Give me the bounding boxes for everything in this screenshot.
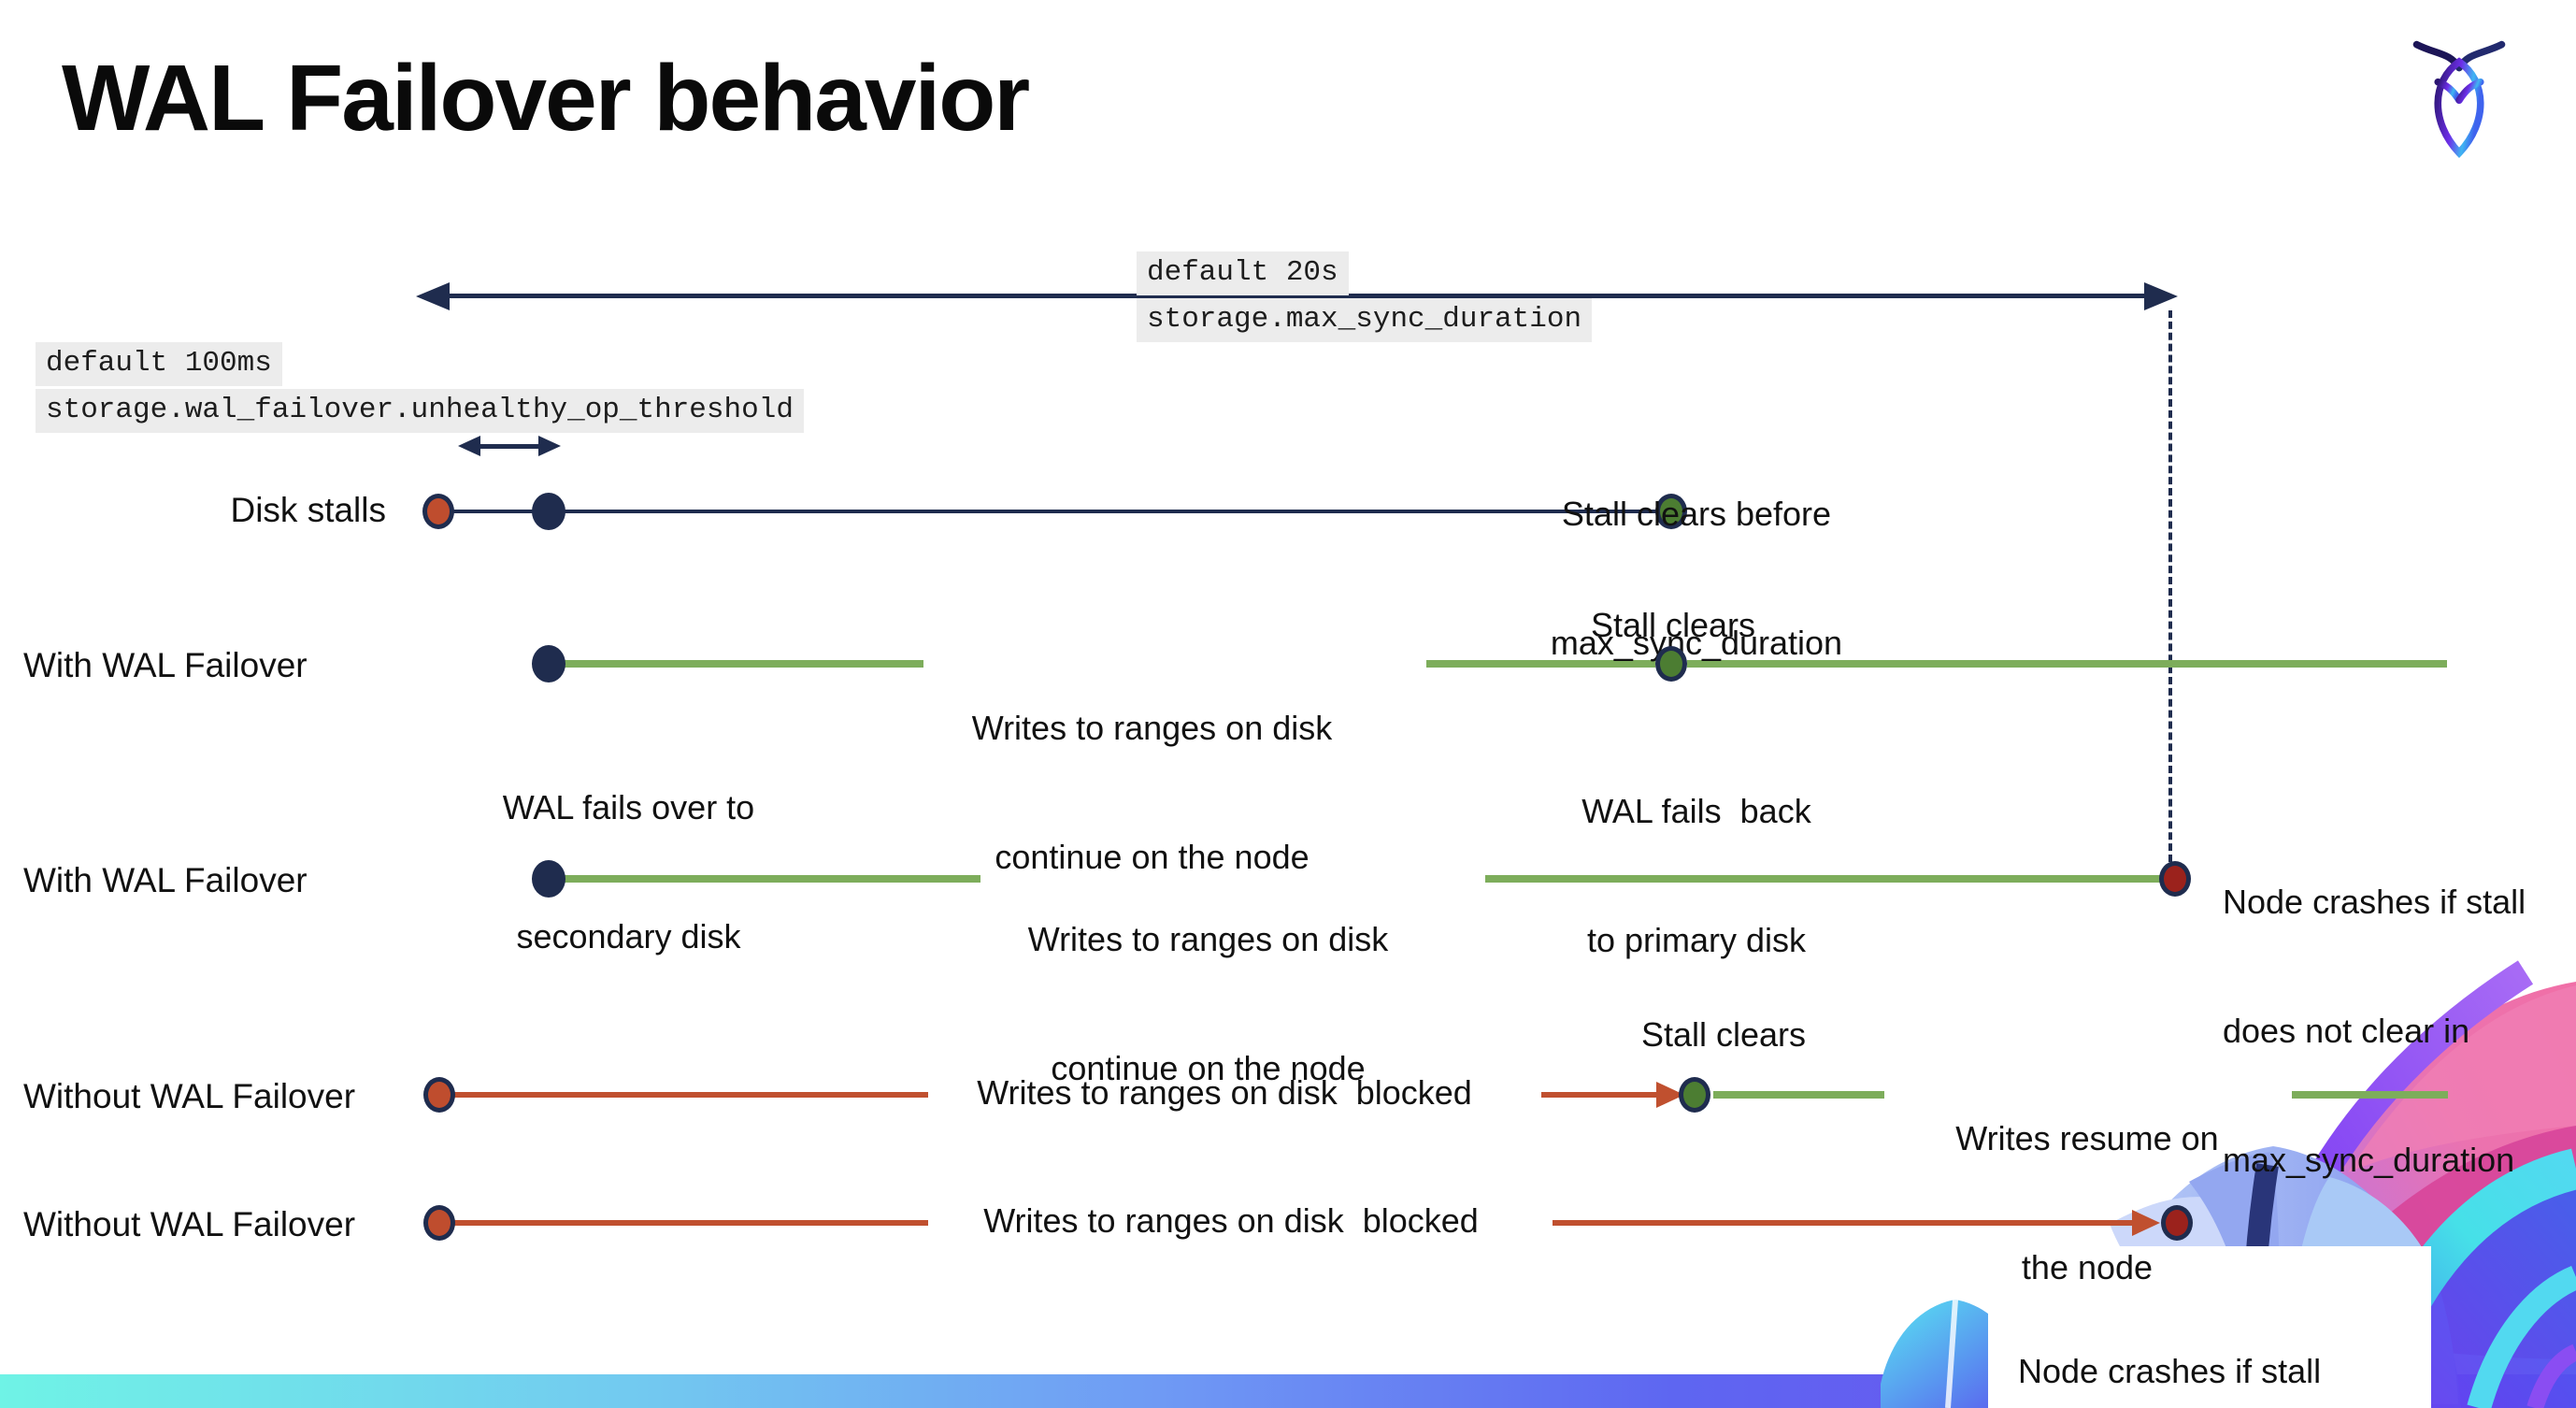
disk-stalls-timeline xyxy=(438,510,1671,513)
annotation-line: Writes resume on xyxy=(1955,1119,2219,1157)
without2-red-arrowhead-icon xyxy=(2132,1210,2160,1236)
annotation-node-crashes-2: Node crashes if stall does not clear in … xyxy=(2018,1264,2321,1408)
unhealthy-op-setting-name: storage.wal_failover.unhealthy_op_thresh… xyxy=(36,389,804,433)
failover-threshold-dot xyxy=(532,493,565,530)
without1-red-segment-a xyxy=(452,1092,928,1098)
annotation-line: Writes to ranges on disk xyxy=(1027,920,1389,958)
with2-crash-dot xyxy=(2159,861,2191,897)
without1-green-segment-b xyxy=(2292,1091,2448,1099)
with1-green-segment-b xyxy=(1426,660,1655,668)
annotation-stall-clears-2: Stall clears xyxy=(1640,1015,1807,1054)
annotation-line: Stall clears before xyxy=(1561,495,1832,533)
max-sync-default-value: default 20s xyxy=(1137,251,1349,295)
with2-green-segment-a xyxy=(561,875,980,883)
annotation-line: continue on the node xyxy=(1051,1049,1366,1087)
without1-red-segment-b xyxy=(1541,1092,1665,1098)
annotation-wal-fails-over: WAL fails over to secondary disk xyxy=(425,700,832,1044)
stall-clear-dot xyxy=(1655,494,1687,529)
with2-green-segment-b xyxy=(1485,875,2161,883)
with1-stall-clear-dot xyxy=(1655,646,1687,682)
annotation-wal-fails-back: WAL fails back to primary disk xyxy=(1496,704,1897,1048)
unhealthy-op-default-value: default 100ms xyxy=(36,342,282,386)
annotation-line: Node crashes if stall xyxy=(2018,1352,2322,1390)
without2-red-segment-a xyxy=(452,1220,928,1226)
annotation-line: Writes to ranges on disk xyxy=(971,709,1333,747)
annotation-line: WAL fails over to xyxy=(502,788,755,826)
annotation-line: the node xyxy=(2021,1248,2154,1286)
without2-crash-dot xyxy=(2161,1205,2193,1241)
unhealthy-op-threshold-label: default 100ms storage.wal_failover.unhea… xyxy=(36,342,804,436)
row-label-without-wal-failover-2: Without WAL Failover xyxy=(23,1205,356,1243)
annotation-writes-continue-1: Writes to ranges on disk continue on the… xyxy=(935,621,1369,965)
annotation-line: does not clear in xyxy=(2223,1012,2470,1050)
threshold-arrowhead-right-icon xyxy=(538,436,561,456)
with1-green-segment-a xyxy=(561,660,923,668)
max-sync-deadline-dashed-line xyxy=(2168,310,2172,862)
arrowhead-left-icon xyxy=(416,282,450,310)
cockroachdb-logo-icon xyxy=(2412,40,2506,159)
annotation-line: max_sync_duration xyxy=(2223,1141,2515,1179)
with1-green-segment-c xyxy=(1687,660,2447,668)
threshold-arrowhead-left-icon xyxy=(458,436,480,456)
page-title: WAL Failover behavior xyxy=(62,46,1030,151)
without1-stall-start-dot xyxy=(423,1077,455,1113)
annotation-line: continue on the node xyxy=(995,838,1309,876)
annotation-line: to primary disk xyxy=(1586,921,1807,959)
annotation-line: WAL fails back xyxy=(1581,792,1811,830)
annotation-line: max_sync_duration xyxy=(1550,624,1843,662)
row-label-disk-stalls: Disk stalls xyxy=(230,491,386,529)
row-label-without-wal-failover-1: Without WAL Failover xyxy=(23,1077,356,1115)
annotation-stall-clears-1: Stall clears xyxy=(1590,606,1756,644)
without2-red-segment-b xyxy=(1553,1220,2140,1226)
threshold-span-line xyxy=(472,444,547,449)
annotation-writes-resume: Writes resume on the node xyxy=(1907,1031,2268,1375)
note-box xyxy=(1988,1246,2431,1408)
annotation-writes-blocked-1: Writes to ranges on disk blocked xyxy=(977,1073,1472,1112)
arrowhead-right-icon xyxy=(2144,282,2178,310)
without1-green-segment-a xyxy=(1713,1091,1884,1099)
row-label-with-wal-failover-1: With WAL Failover xyxy=(23,646,308,684)
row-label-with-wal-failover-2: With WAL Failover xyxy=(23,861,308,899)
without2-stall-start-dot xyxy=(423,1205,455,1241)
max-sync-duration-label: default 20s storage.max_sync_duration xyxy=(1137,251,1593,345)
annotation-line: secondary disk xyxy=(516,917,741,955)
max-sync-setting-name: storage.max_sync_duration xyxy=(1137,298,1593,342)
max-sync-duration-span-line xyxy=(427,294,2171,298)
disk-stall-start-dot xyxy=(422,494,454,529)
annotation-writes-blocked-2: Writes to ranges on disk blocked xyxy=(983,1201,1479,1240)
annotation-line: Node crashes if stall xyxy=(2223,883,2526,921)
annotation-node-crashes-1: Node crashes if stall does not clear in … xyxy=(2223,795,2576,1268)
without1-stall-clear-dot xyxy=(1679,1077,1710,1113)
annotation-writes-continue-2: Writes to ranges on disk continue on the… xyxy=(991,832,1425,1176)
annotation-stall-clears-before: Stall clears before max_sync_duration xyxy=(1496,407,1897,751)
with1-failover-dot xyxy=(532,645,565,682)
with2-failover-dot xyxy=(532,860,565,898)
